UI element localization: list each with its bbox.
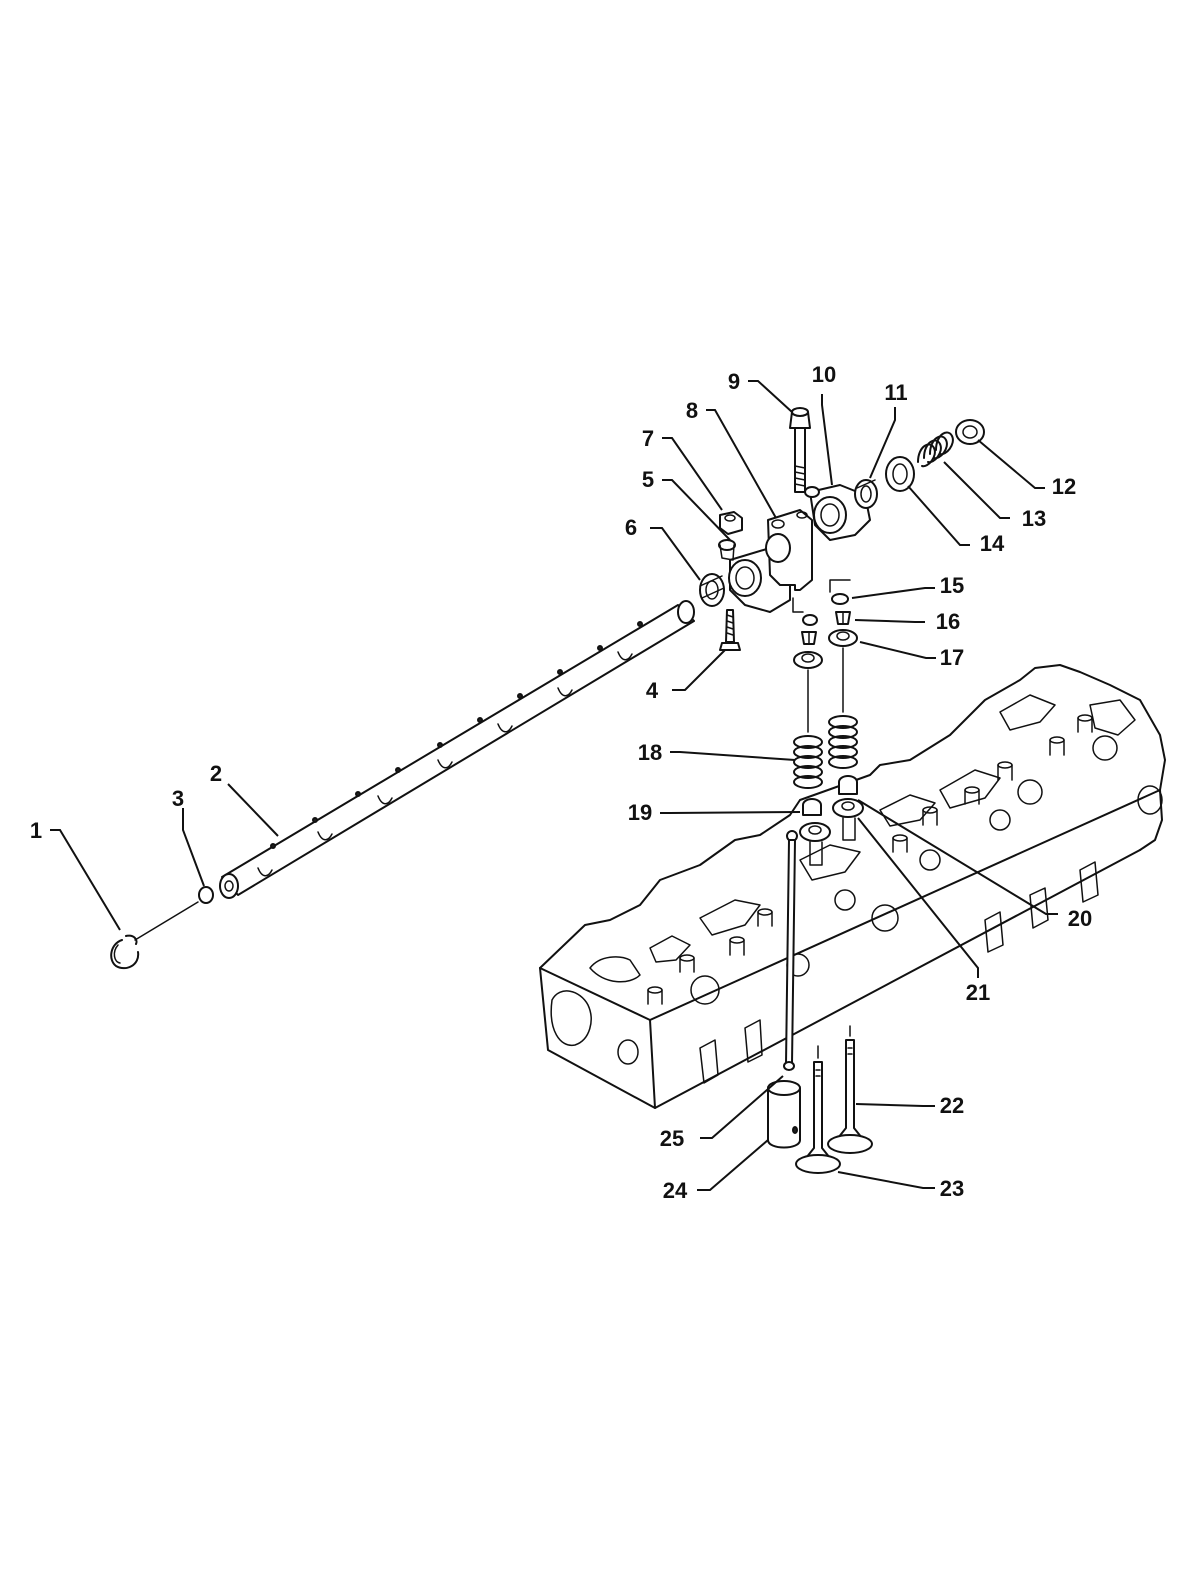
callout-21: 21: [966, 980, 990, 1005]
washer-12: [955, 419, 985, 445]
callout-22: 22: [940, 1093, 964, 1118]
washer-14: [885, 456, 915, 492]
callout-10: 10: [812, 362, 836, 387]
callout-8: 8: [686, 398, 698, 423]
cylinder-head: [539, 664, 1166, 1109]
exhaust-valve: [827, 1039, 873, 1154]
push-rod: [783, 830, 798, 1071]
callout-labels: 1 3 2 4 5 6 7 8 9 10 11 12 13 14 15 16 1…: [30, 362, 1092, 1203]
callout-7: 7: [642, 426, 654, 451]
callout-13: 13: [1022, 506, 1046, 531]
assembly-axis: [134, 901, 199, 941]
callout-19: 19: [628, 800, 652, 825]
intake-valve: [795, 1061, 841, 1174]
snap-ring: [110, 934, 140, 970]
callout-16: 16: [936, 609, 960, 634]
callout-4: 4: [646, 678, 659, 703]
callout-25: 25: [660, 1126, 684, 1151]
valve-cotter-16: [801, 611, 851, 645]
spring-13: [917, 431, 954, 468]
callout-11: 11: [884, 380, 907, 405]
callout-3: 3: [172, 786, 184, 811]
callout-9: 9: [728, 369, 740, 394]
plug: [198, 886, 214, 904]
callout-17: 17: [940, 645, 964, 670]
callout-6: 6: [625, 515, 637, 540]
valve-stem-seal-19: [802, 775, 858, 816]
callout-14: 14: [980, 531, 1005, 556]
adjusting-nut: [719, 511, 743, 535]
valve-cap-15: [802, 593, 849, 626]
tappet: [767, 1080, 801, 1149]
callout-18: 18: [638, 740, 662, 765]
rocker-shaft: [219, 600, 695, 899]
spring-seat-21: [799, 798, 864, 842]
leader-lines: [50, 380, 1058, 1191]
bracket-bolt: [789, 407, 811, 493]
callout-1: 1: [30, 818, 42, 843]
callout-24: 24: [663, 1178, 688, 1203]
valve-spring-18: [793, 715, 858, 789]
callout-23: 23: [940, 1176, 964, 1201]
spring-retainer-17: [793, 629, 858, 669]
rocker-bracket: [765, 509, 813, 591]
valve-guide-20: [809, 817, 856, 866]
callout-20: 20: [1068, 906, 1092, 931]
callout-12: 12: [1052, 474, 1076, 499]
callout-15: 15: [940, 573, 964, 598]
callout-5: 5: [642, 467, 654, 492]
shaft-collar-11: [854, 479, 878, 509]
support-bolt: [719, 609, 741, 651]
callout-2: 2: [210, 761, 222, 786]
shaft-spring: [699, 573, 725, 607]
